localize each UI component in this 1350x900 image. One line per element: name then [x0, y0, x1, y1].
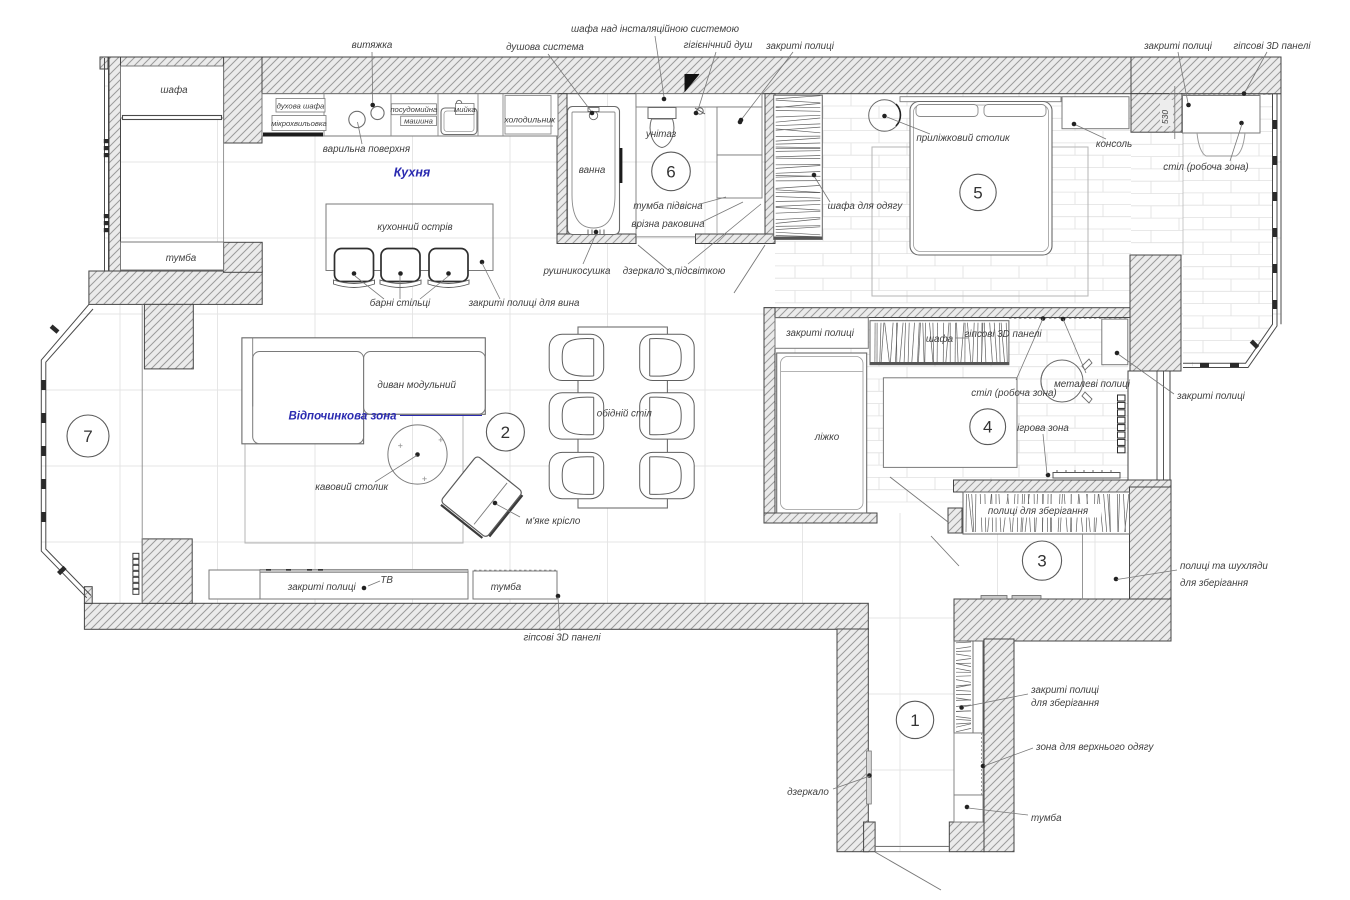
svg-text:тумба: тумба — [166, 253, 197, 264]
svg-text:холодильник: холодильник — [503, 115, 556, 125]
svg-text:кавовий столик: кавовий столик — [315, 482, 388, 493]
svg-text:гіпсові 3D панелі: гіпсові 3D панелі — [523, 633, 601, 644]
svg-text:м'яке крісло: м'яке крісло — [526, 516, 581, 527]
svg-text:витяжка: витяжка — [352, 40, 393, 51]
svg-text:рушникосушка: рушникосушка — [543, 266, 612, 277]
svg-text:гіпсові 3D панелі: гіпсові 3D панелі — [964, 329, 1042, 340]
svg-text:ванна: ванна — [579, 165, 606, 176]
svg-text:кухонний острів: кухонний острів — [377, 222, 452, 233]
svg-text:зона для верхнього одягу: зона для верхнього одягу — [1035, 742, 1155, 753]
svg-text:врізна раковина: врізна раковина — [631, 219, 705, 230]
svg-text:обідній стіл: обідній стіл — [597, 409, 653, 420]
svg-text:дзеркало: дзеркало — [787, 787, 829, 798]
svg-text:Кухня: Кухня — [394, 166, 431, 180]
svg-text:тумба підвісна: тумба підвісна — [633, 201, 703, 212]
svg-text:полиці та шухляди: полиці та шухляди — [1180, 561, 1268, 572]
svg-text:шафа: шафа — [926, 334, 954, 345]
svg-text:шафа над інсталяційною системо: шафа над інсталяційною системою — [571, 24, 740, 35]
svg-text:душова система: душова система — [506, 42, 584, 53]
svg-text:шафа: шафа — [160, 85, 188, 96]
svg-text:3: 3 — [1037, 552, 1046, 571]
svg-text:шафа для одягу: шафа для одягу — [828, 201, 904, 212]
svg-text:ігрова зона: ігрова зона — [1017, 423, 1069, 434]
svg-text:приліжковий столик: приліжковий столик — [916, 133, 1010, 144]
svg-text:6: 6 — [666, 162, 675, 181]
svg-text:530: 530 — [1160, 110, 1170, 124]
svg-text:диван модульний: диван модульний — [377, 380, 456, 391]
svg-text:закриті полиці: закриті полиці — [765, 41, 835, 52]
svg-text:гіпсові 3D панелі: гіпсові 3D панелі — [1233, 41, 1311, 52]
svg-text:закриті полиці: закриті полиці — [287, 582, 357, 593]
svg-text:машина: машина — [404, 117, 433, 126]
svg-text:металеві полиці: металеві полиці — [1054, 379, 1131, 390]
svg-text:тумба: тумба — [491, 582, 522, 593]
svg-text:Відпочинкова зона: Відпочинкова зона — [288, 411, 397, 423]
svg-text:стіл (робоча зона): стіл (робоча зона) — [1163, 162, 1248, 173]
svg-text:5: 5 — [973, 183, 982, 202]
svg-text:дзеркало з підсвіткою: дзеркало з підсвіткою — [623, 266, 726, 277]
svg-text:духова шафа: духова шафа — [277, 101, 325, 110]
svg-text:закриті полиці: закриті полиці — [1143, 41, 1213, 52]
svg-text:тумба: тумба — [1031, 813, 1062, 824]
svg-text:унітаз: унітаз — [645, 129, 677, 140]
svg-text:4: 4 — [983, 418, 992, 437]
svg-text:закриті полиці: закриті полиці — [1030, 685, 1100, 696]
svg-text:посудомийна: посудомийна — [390, 105, 438, 114]
svg-text:для зберігання: для зберігання — [1180, 578, 1249, 589]
svg-text:1: 1 — [910, 711, 919, 730]
svg-text:консоль: консоль — [1096, 139, 1132, 150]
svg-text:варильна поверхня: варильна поверхня — [323, 144, 411, 155]
svg-text:2: 2 — [501, 423, 510, 442]
svg-text:барні стільці: барні стільці — [370, 298, 431, 309]
svg-text:закриті полиці для вина: закриті полиці для вина — [468, 298, 580, 309]
svg-text:мікрохвильовка: мікрохвильовка — [271, 119, 327, 128]
svg-text:стіл (робоча зона): стіл (робоча зона) — [971, 388, 1056, 399]
svg-text:для зберігання: для зберігання — [1031, 698, 1100, 709]
svg-text:гігієнічний душ: гігієнічний душ — [684, 40, 753, 51]
svg-text:полиці для зберігання: полиці для зберігання — [988, 506, 1089, 517]
svg-text:ТВ: ТВ — [380, 575, 393, 586]
svg-text:мийка: мийка — [454, 105, 476, 114]
svg-text:закриті полиці: закриті полиці — [785, 328, 855, 339]
svg-text:закриті полиці: закриті полиці — [1176, 391, 1246, 402]
svg-text:ліжко: ліжко — [814, 432, 840, 443]
svg-text:7: 7 — [83, 427, 92, 446]
